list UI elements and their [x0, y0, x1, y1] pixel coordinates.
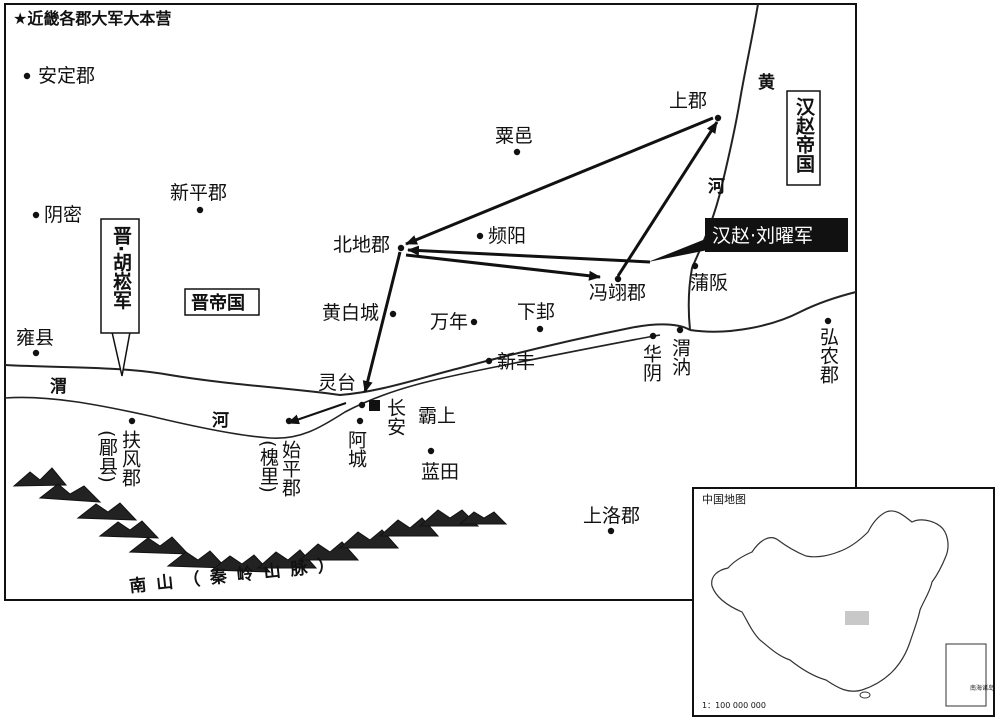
hanzhao-empire-label: 汉赵帝国: [793, 97, 816, 173]
label-lantian: 蓝田: [421, 461, 459, 483]
yellow-river-east: [689, 291, 857, 333]
yellow-river: [687, 3, 759, 331]
label-changan: 长安: [384, 398, 406, 436]
label-huangbai: 黄白城: [322, 302, 379, 324]
arrow-lingtai-to-shiping: [287, 402, 347, 425]
label-meixian: (郿县): [96, 430, 118, 483]
hanzhao-empire-box: [786, 90, 821, 186]
label-suyi: 粟邑: [495, 125, 533, 147]
wei-river-north-bank: [4, 323, 691, 397]
label-xiagui: 下邽: [517, 301, 555, 323]
label-xinfeng: 新丰: [497, 351, 535, 373]
jin-army-box: [100, 218, 140, 334]
wei-river-south-bank: [4, 334, 661, 439]
china-outline: [711, 510, 949, 692]
campaign-arrows: [287, 116, 719, 425]
label-weihe-2: 河: [212, 411, 229, 431]
label-lingtai: 灵台: [318, 372, 356, 394]
jin-army-label: 晋·胡崧军: [110, 226, 132, 310]
label-huaili: (槐里): [257, 440, 279, 493]
label-huanghe-1: 黄: [758, 72, 775, 93]
arrow-fengyi-to-shangjun: [616, 121, 719, 277]
qinling-mountains: [12, 467, 508, 573]
label-beidi: 北地郡: [333, 234, 390, 256]
label-hongnong: 弘农郡: [817, 327, 839, 384]
label-fufeng: 扶风郡: [119, 430, 141, 487]
label-shangluo: 上洛郡: [583, 505, 640, 527]
inset-title: 中国地图: [702, 493, 746, 506]
south-sea-inset: [945, 643, 987, 707]
label-fengyi: 冯翊郡: [589, 282, 646, 304]
label-pinyang: 频阳: [488, 225, 526, 247]
hanzhao-army-pointer: [648, 238, 708, 262]
jin-empire-box: [184, 288, 260, 316]
place-dots: [23, 72, 832, 535]
label-acheng: 阿城: [345, 430, 367, 468]
label-huanghe-2: 河: [708, 177, 725, 197]
label-shangjun: 上郡: [669, 90, 707, 112]
hanzhao-army-label: 汉赵·刘曜军: [712, 225, 813, 247]
inset-scale: 1：100 000 000: [702, 701, 766, 710]
label-huayin: 华阴: [640, 344, 662, 382]
label-weihe-1: 渭: [50, 377, 67, 397]
hainan-island: [859, 691, 871, 699]
inset-highlight: [845, 611, 869, 625]
inset-china-map: 中国地图 南海诸岛 1：100 000 000: [692, 487, 995, 717]
label-xinping: 新平郡: [170, 182, 227, 204]
label-puban: 蒲阪: [690, 272, 728, 294]
jin-empire-label: 晋帝国: [191, 292, 245, 314]
label-yinmi: 阴密: [44, 204, 82, 226]
label-bashang: 霸上: [418, 405, 456, 427]
label-yongxian: 雍县: [16, 327, 54, 349]
changan-capital-marker: [369, 400, 380, 411]
arrow-beidi-to-lingtai: [362, 251, 402, 393]
label-anding: 安定郡: [38, 65, 95, 87]
label-weinei: 渭汭: [669, 338, 691, 376]
south-sea-label: 南海诸岛: [970, 684, 994, 692]
hanzhao-army-box: [705, 218, 848, 252]
label-shiping: 始平郡: [279, 440, 301, 497]
label-wannian: 万年: [430, 311, 468, 333]
legend-title: ★近畿各郡大军大本营: [13, 9, 171, 28]
arrow-beidi-to-fengyi: [405, 253, 601, 281]
arrow-puban-to-beidi: [407, 245, 651, 264]
arrow-shangjun-to-beidi: [405, 116, 714, 246]
